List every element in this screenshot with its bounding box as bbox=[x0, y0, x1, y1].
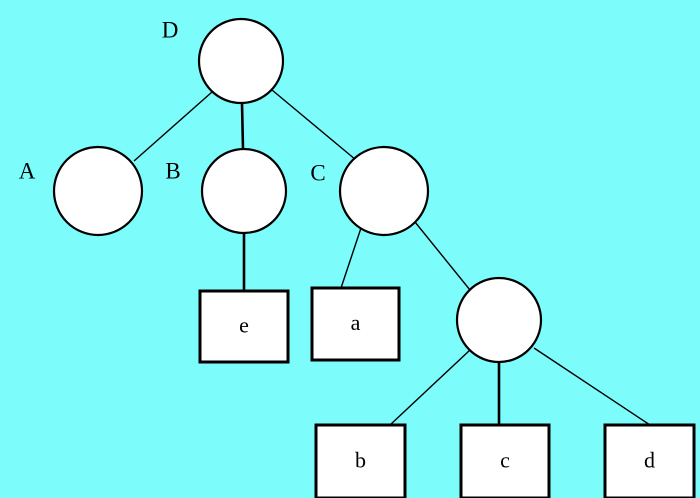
circle-nodes-layer: D A B C bbox=[19, 17, 543, 364]
circle-node-c[interactable]: C bbox=[310, 145, 430, 237]
box-nodes-layer: e a b c d bbox=[198, 286, 696, 498]
box-label-a: a bbox=[351, 310, 361, 335]
box-label-d: d bbox=[644, 448, 655, 473]
node-label-a: A bbox=[19, 158, 36, 183]
edge-c-to-a bbox=[340, 224, 363, 289]
node-label-d: D bbox=[162, 17, 179, 42]
box-label-e: e bbox=[239, 313, 249, 338]
node-shape-rect[interactable] bbox=[310, 286, 401, 362]
circle-node-a[interactable]: A bbox=[19, 145, 144, 237]
edge-n-to-d bbox=[533, 347, 651, 426]
edge-n-to-b bbox=[389, 349, 471, 426]
box-node-b[interactable]: b bbox=[314, 423, 407, 498]
box-node-c[interactable]: c bbox=[459, 423, 551, 498]
circle-node-d[interactable]: D bbox=[162, 17, 285, 105]
node-shape-circle[interactable] bbox=[338, 145, 430, 237]
node-shape-rect[interactable] bbox=[198, 289, 290, 364]
node-label-c: C bbox=[310, 160, 325, 185]
circle-node-unlabeled[interactable] bbox=[455, 276, 543, 364]
circle-node-b[interactable]: B bbox=[165, 147, 288, 235]
node-shape-rect[interactable] bbox=[459, 423, 551, 498]
box-label-b: b bbox=[355, 448, 366, 473]
node-shape-circle[interactable] bbox=[197, 17, 285, 105]
edge-d-to-b bbox=[240, 102, 245, 150]
box-label-c: c bbox=[500, 448, 510, 473]
node-label-b: B bbox=[165, 158, 180, 183]
node-shape-rect[interactable] bbox=[314, 423, 407, 498]
edge-d-to-c bbox=[271, 89, 357, 161]
node-shape-circle[interactable] bbox=[52, 145, 144, 237]
edge-d-to-a bbox=[133, 91, 213, 162]
node-shape-circle[interactable] bbox=[200, 147, 288, 235]
edges-layer bbox=[133, 89, 651, 426]
edge-c-to-n bbox=[414, 221, 471, 291]
node-shape-rect[interactable] bbox=[603, 423, 696, 498]
box-node-e[interactable]: e bbox=[198, 289, 290, 364]
box-node-a[interactable]: a bbox=[310, 286, 401, 362]
box-node-d[interactable]: d bbox=[603, 423, 696, 498]
node-shape-circle[interactable] bbox=[455, 276, 543, 364]
